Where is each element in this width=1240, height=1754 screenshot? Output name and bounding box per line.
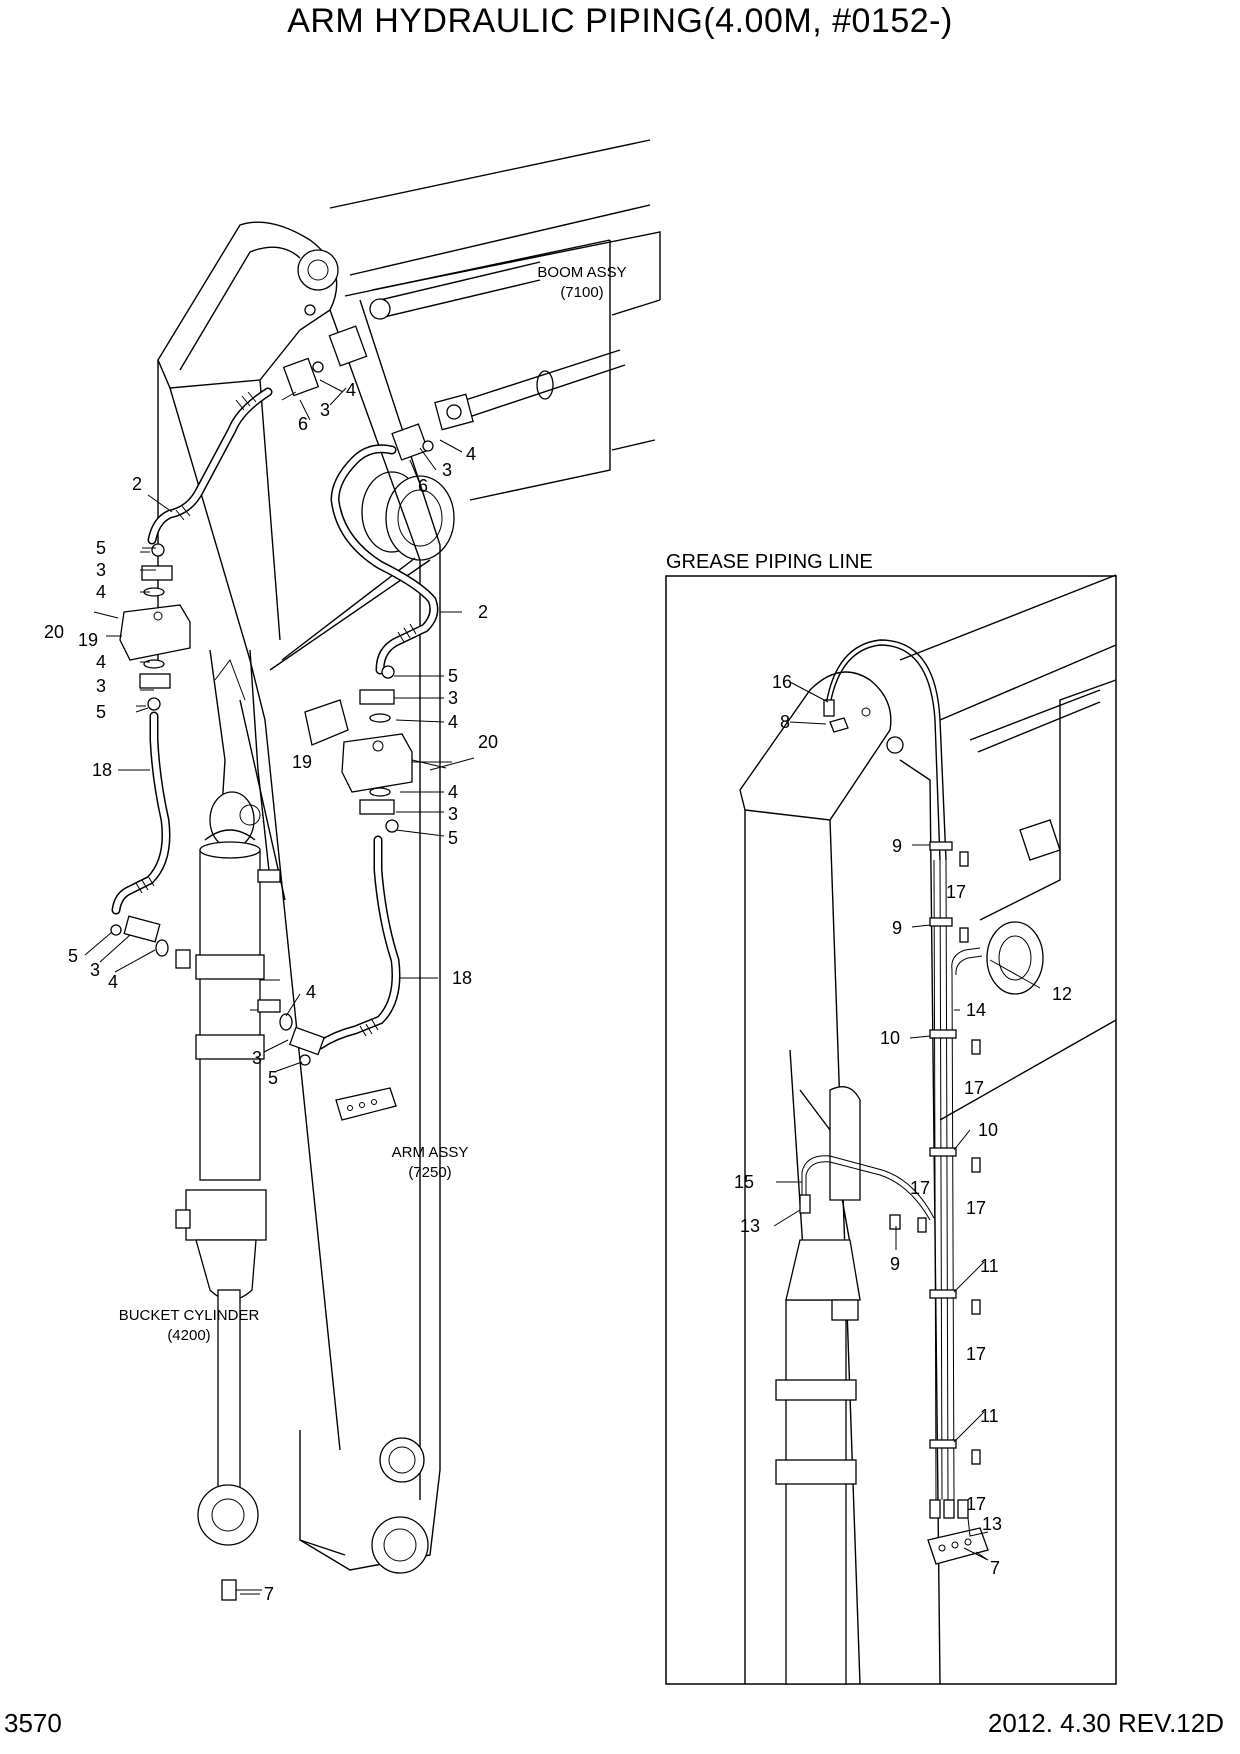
main-callout-labels: 2 3 4 6 3 4 6 2 5 3 4 20 19 4 3 5 18 5 3… — [44, 380, 498, 1604]
callout-3-left-c: 3 — [90, 960, 100, 980]
bucket-cylinder — [175, 829, 281, 1601]
bucket-cylinder-name: BUCKET CYLINDER — [119, 1307, 260, 1324]
leader-lines — [84, 379, 1041, 1595]
inset-callout-17-f: 17 — [966, 1494, 986, 1514]
callout-5-left-a: 5 — [96, 538, 106, 558]
callout-4-right-c: 4 — [306, 982, 316, 1002]
inset-callout-9-c: 9 — [890, 1254, 900, 1274]
callout-20-right: 20 — [478, 732, 498, 752]
inset-title: GREASE PIPING LINE — [666, 551, 873, 573]
bucket-cylinder-code: (4200) — [167, 1327, 210, 1344]
callout-3-upper-left: 3 — [320, 400, 330, 420]
callout-2-right: 2 — [478, 602, 488, 622]
right-hose-circuit — [279, 423, 447, 1121]
inset-callout-9-b: 9 — [892, 918, 902, 938]
callout-18-right: 18 — [452, 968, 472, 988]
callout-6-upper-right: 6 — [418, 476, 428, 496]
inset-callout-7: 7 — [990, 1558, 1000, 1578]
arm-assy-code: (7250) — [408, 1164, 451, 1181]
arm-assy-name: ARM ASSY — [392, 1144, 469, 1161]
boom-assy-code: (7100) — [560, 284, 603, 301]
callout-4-upper-left: 4 — [346, 380, 356, 400]
callout-18-left: 18 — [92, 760, 112, 780]
grease-piping-inset — [665, 574, 1117, 1685]
inset-callout-16: 16 — [772, 672, 792, 692]
left-hose-circuit — [93, 325, 368, 957]
inset-callout-11-b: 11 — [980, 1406, 999, 1426]
callout-4-upper-right: 4 — [466, 444, 476, 464]
callout-5-left-c: 5 — [68, 946, 78, 966]
callout-5-right-b: 5 — [448, 828, 458, 848]
callout-3-right-c: 3 — [252, 1048, 262, 1068]
page-number: 3570 — [4, 1708, 62, 1738]
callout-4-right-a: 4 — [448, 712, 458, 732]
callout-6-upper-left: 6 — [298, 414, 308, 434]
callout-7-main: 7 — [264, 1584, 274, 1604]
inset-callout-17-c: 17 — [910, 1178, 930, 1198]
inset-callout-17-d: 17 — [966, 1198, 986, 1218]
page-title: ARM HYDRAULIC PIPING(4.00M, #0152-) — [287, 2, 953, 40]
inset-callout-10-b: 10 — [978, 1120, 998, 1140]
callout-4-left-b: 4 — [96, 652, 106, 672]
inset-callout-13-a: 13 — [740, 1216, 760, 1236]
callout-4-right-b: 4 — [448, 782, 458, 802]
assembly-captions: BOOM ASSY (7100) ARM ASSY (7250) BUCKET … — [119, 264, 627, 1344]
inset-callout-17-b: 17 — [964, 1078, 984, 1098]
inset-callout-17-e: 17 — [966, 1344, 986, 1364]
callout-5-right-c: 5 — [268, 1068, 278, 1088]
callout-19-left: 19 — [78, 630, 98, 650]
callout-3-left-b: 3 — [96, 676, 106, 696]
callout-19-right: 19 — [292, 752, 312, 772]
callout-3-left-a: 3 — [96, 560, 106, 580]
callout-3-upper-right: 3 — [442, 460, 452, 480]
inset-callout-12: 12 — [1052, 984, 1072, 1004]
boom-assy-name: BOOM ASSY — [537, 264, 626, 281]
callout-4-left-c: 4 — [108, 972, 118, 992]
callout-4-left-a: 4 — [96, 582, 106, 602]
inset-callout-11-a: 11 — [980, 1256, 999, 1276]
callout-2-upper-left: 2 — [132, 474, 142, 494]
callout-3-right-b: 3 — [448, 804, 458, 824]
inset-callout-17-a: 17 — [946, 882, 966, 902]
inset-callout-8: 8 — [780, 712, 790, 732]
callout-3-right-a: 3 — [448, 688, 458, 708]
inset-callout-9-a: 9 — [892, 836, 902, 856]
inset-callout-10-a: 10 — [880, 1028, 900, 1048]
inset-callout-15: 15 — [734, 1172, 754, 1192]
revision-date: 2012. 4.30 REV.12D — [987, 1708, 1224, 1738]
callout-5-right-a: 5 — [448, 666, 458, 686]
inset-callout-labels: 16 8 9 17 9 12 14 10 17 10 17 17 15 13 9… — [734, 672, 1072, 1578]
arm-assembly — [157, 221, 441, 1574]
callout-20-left: 20 — [44, 622, 64, 642]
inset-callout-13-b: 13 — [982, 1514, 1002, 1534]
inset-callout-14: 14 — [966, 1000, 986, 1020]
boom-assembly — [329, 139, 661, 561]
callout-5-left-b: 5 — [96, 702, 106, 722]
